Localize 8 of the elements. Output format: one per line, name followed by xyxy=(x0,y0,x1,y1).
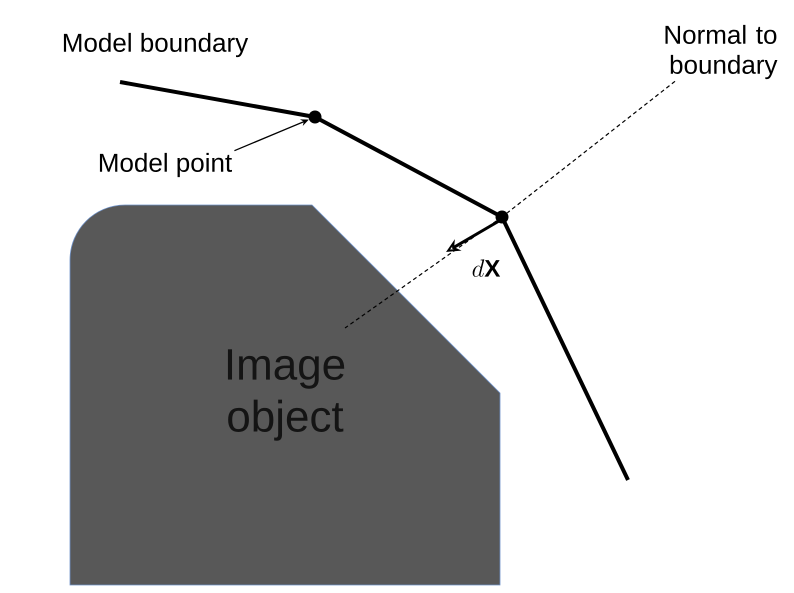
normal-line xyxy=(506,80,676,214)
point-label: Model point xyxy=(100,152,232,178)
model-point-dot xyxy=(496,210,508,224)
boundary-label: Model boundary xyxy=(64,32,248,58)
model-point-dot xyxy=(308,110,322,124)
normal-line xyxy=(344,220,497,328)
normal-label: Normal to boundary xyxy=(666,24,778,80)
displacement-label: $d\mathbf{X}$ xyxy=(472,259,500,277)
